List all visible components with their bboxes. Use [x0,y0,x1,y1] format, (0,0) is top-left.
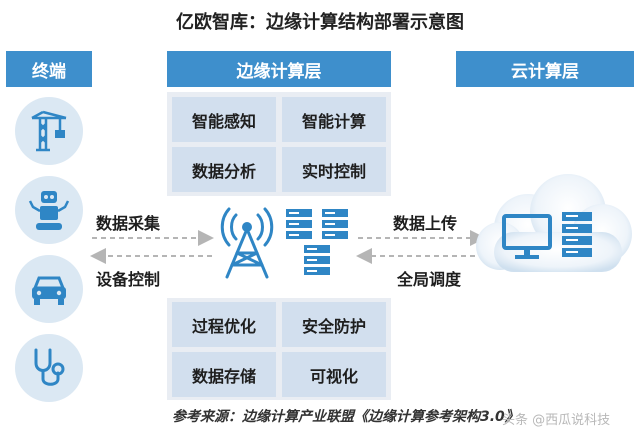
edge-function-cell: 智能计算 [282,97,386,142]
edge-function-cell: 智能感知 [172,97,276,142]
terminal-robot [15,176,83,244]
edge-server-icon [286,209,348,275]
edge-function-cell: 安全防护 [282,302,386,347]
diagram-title: 亿欧智库：边缘计算结构部署示意图 [176,12,464,33]
data-collect-label: 数据采集 [96,214,161,233]
edge-function-cell: 数据存储 [172,352,276,397]
device-control-label: 设备控制 [96,270,161,289]
car-icon [32,276,66,305]
antenna-tower-icon [220,207,274,279]
cloud-layer-header: 云计算层 [456,51,634,87]
terminal-industrial [15,97,83,165]
source-citation: 参考来源：边缘计算产业联盟《边缘计算参考架构3.0》 [172,409,519,425]
global-schedule-label: 全局调度 [397,270,462,289]
crane-icon [31,110,67,152]
stethoscope-icon [34,348,65,386]
terminal-header: 终端 [6,51,92,87]
edge-function-cell: 实时控制 [282,147,386,192]
terminal-vehicle [15,255,83,323]
edge-layer-header: 边缘计算层 [167,51,391,87]
edge-function-cell: 过程优化 [172,302,276,347]
watermark: 头条 @西瓜说科技 [502,413,611,428]
edge-function-cell: 数据分析 [172,147,276,192]
terminal-medical [15,334,83,402]
cloud-icon [476,174,632,272]
robot-icon [28,191,70,230]
edge-function-cell: 可视化 [282,352,386,397]
data-upload-label: 数据上传 [393,214,458,233]
